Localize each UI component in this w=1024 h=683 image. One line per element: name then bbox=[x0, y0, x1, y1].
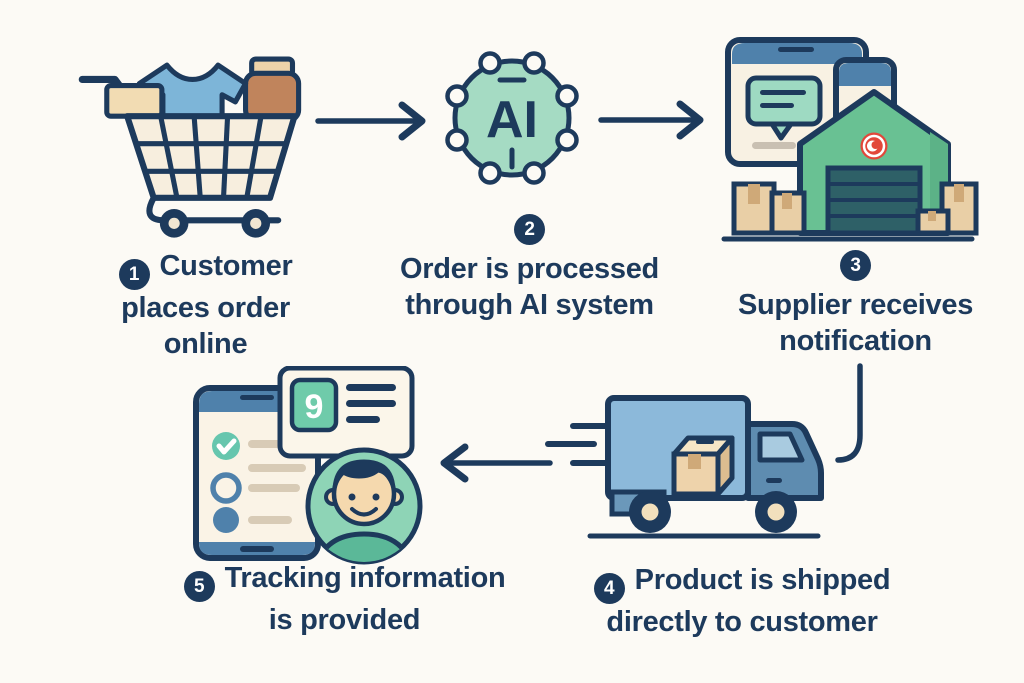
step-3-line-1: Supplier receives bbox=[737, 289, 974, 321]
step-2-line-2: through AI system bbox=[405, 289, 654, 321]
customer-avatar bbox=[305, 447, 423, 565]
delivery-truck-icon bbox=[528, 382, 840, 554]
step-4-number-badge: 4 bbox=[593, 573, 625, 604]
tracking-card-number: 9 bbox=[305, 388, 324, 426]
cart-item-box bbox=[104, 83, 165, 119]
step-2-line-1: Order is processed bbox=[400, 253, 659, 285]
cart-wheels bbox=[159, 209, 271, 238]
ai-chip-icon: AI bbox=[430, 36, 594, 200]
brand-badge bbox=[860, 132, 888, 160]
cart-basket-grid bbox=[136, 115, 287, 199]
message-bubble bbox=[745, 75, 823, 127]
warehouse-notification-icon bbox=[716, 26, 980, 250]
arrow-right-2-icon bbox=[596, 94, 710, 146]
step-1-line-3: online bbox=[163, 328, 248, 360]
truck-wheels bbox=[629, 491, 797, 533]
step-5-label: 5 Tracking information is provided bbox=[152, 560, 537, 638]
step-5-line-1: Tracking information bbox=[224, 562, 506, 594]
cart-basket bbox=[124, 113, 298, 201]
package-box bbox=[671, 435, 735, 497]
phone-tracking-icon: 9 bbox=[182, 366, 434, 568]
step-5-number-badge: 5 bbox=[183, 571, 215, 602]
cardboard-boxes bbox=[731, 181, 979, 236]
step-1-line-2: places order bbox=[121, 292, 290, 324]
connector-curve-down-icon bbox=[830, 363, 876, 469]
truck-cab bbox=[745, 421, 824, 501]
step-1-number-badge: 1 bbox=[118, 259, 150, 290]
warehouse-building bbox=[797, 89, 951, 236]
cart-item-jar bbox=[242, 56, 302, 123]
step-3-number-badge: 3 bbox=[840, 250, 871, 281]
arrow-right-1-icon bbox=[312, 96, 432, 146]
shopping-cart-icon bbox=[68, 22, 318, 242]
step-2-number-badge: 2 bbox=[514, 214, 545, 245]
ai-chip-label: AI bbox=[486, 91, 538, 149]
step-2-label: 2 Order is processed through AI system bbox=[372, 214, 687, 323]
step-1-line-1: Customer bbox=[159, 250, 293, 282]
step-1-label: 1 Customer places order online bbox=[58, 248, 353, 362]
ai-chip-nodes bbox=[445, 51, 579, 185]
step-3-label: 3 Supplier receives notification bbox=[698, 250, 1013, 359]
step-4-label: 4 Product is shipped directly to customer bbox=[568, 562, 916, 640]
tracking-checklist bbox=[210, 432, 306, 533]
step-5-line-2: is provided bbox=[268, 604, 421, 636]
tracking-card: 9 bbox=[277, 366, 415, 459]
step-4-line-2: directly to customer bbox=[606, 606, 878, 638]
step-3-line-2: notification bbox=[779, 325, 932, 357]
arrow-left-icon bbox=[432, 442, 557, 484]
step-4-line-1: Product is shipped bbox=[634, 564, 891, 596]
ai-chip-body bbox=[452, 58, 572, 178]
